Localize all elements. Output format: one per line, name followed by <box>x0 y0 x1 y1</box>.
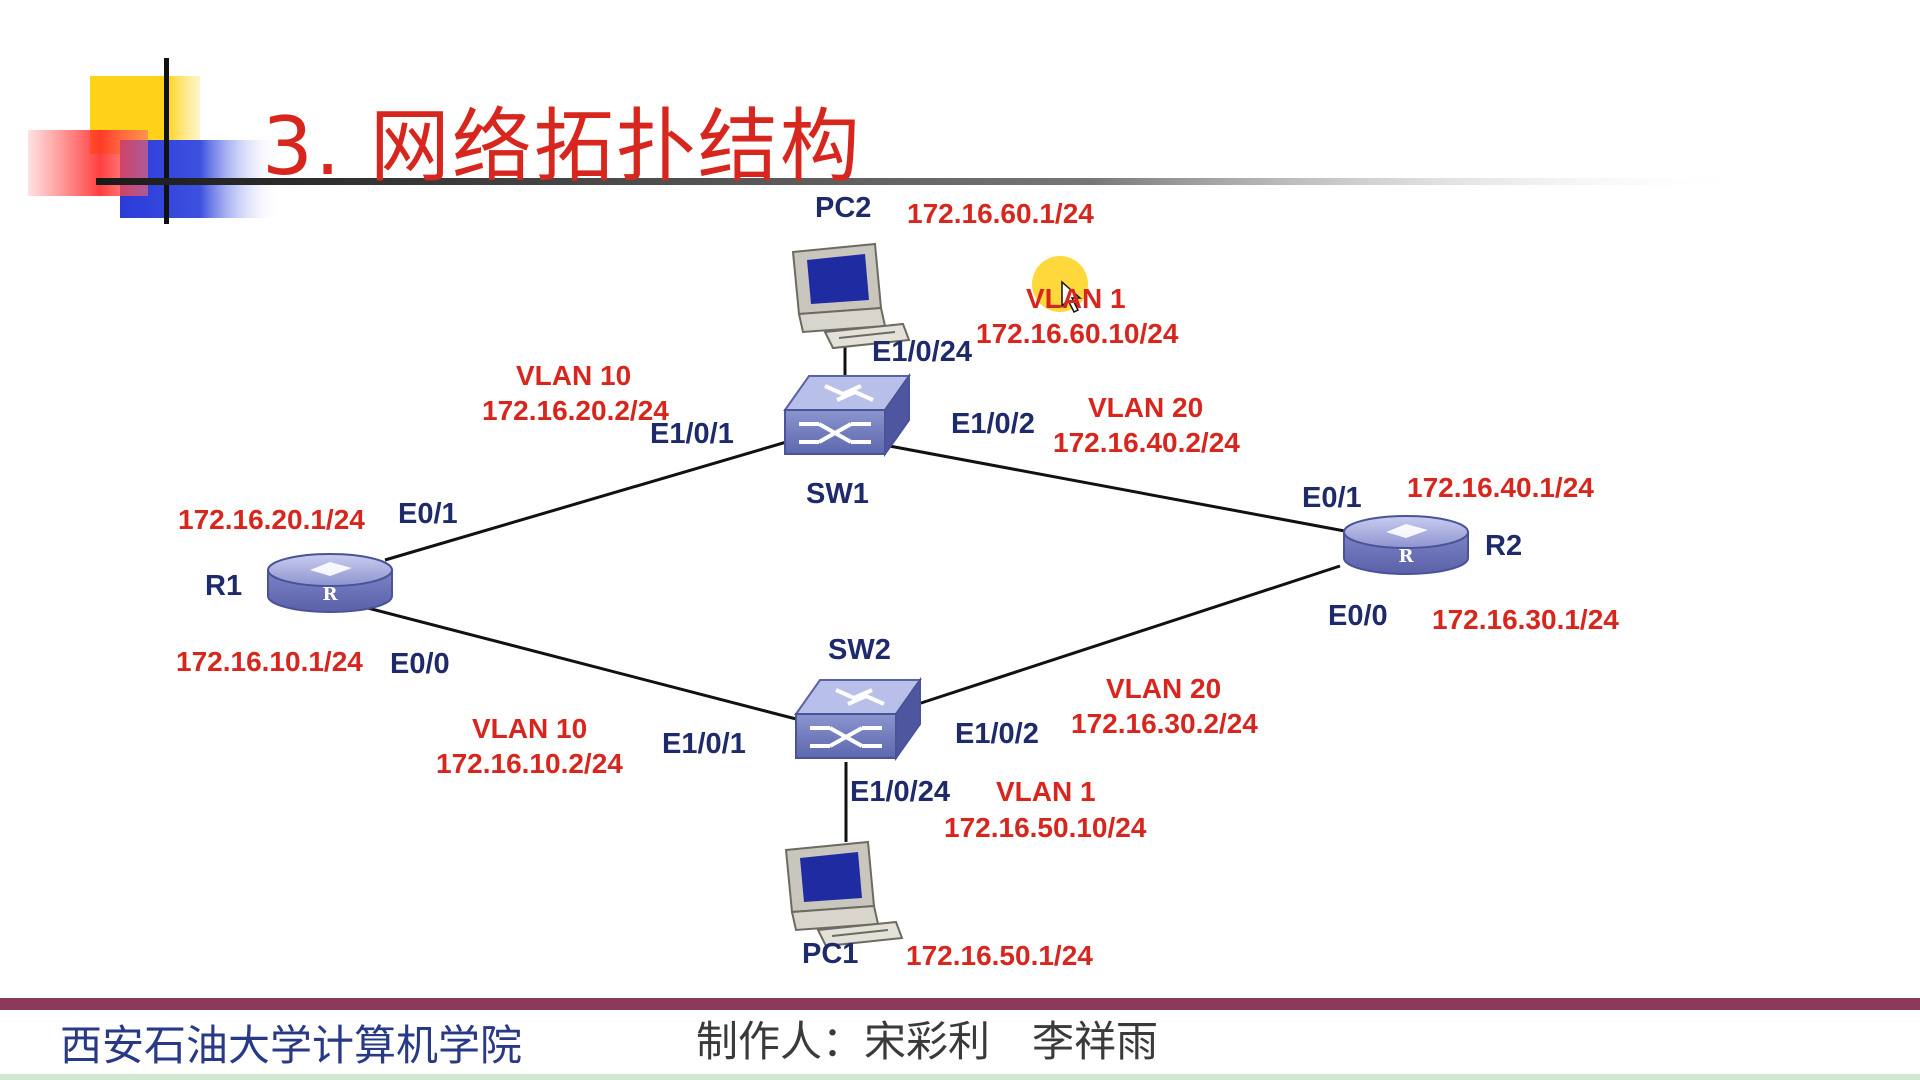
sw2-vlan20-ip: 172.16.30.2/24 <box>1071 708 1258 739</box>
sw2-vlan10-ip: 172.16.10.2/24 <box>436 748 623 779</box>
sw1-icon[interactable] <box>783 372 911 458</box>
sw1-vlan1-ip: 172.16.60.10/24 <box>976 318 1179 349</box>
r1-e00-port: E0/0 <box>390 648 450 680</box>
sw2-vlan1: VLAN 1 <box>996 776 1096 807</box>
pc2-icon[interactable] <box>791 242 911 350</box>
sw2-label: SW2 <box>828 634 891 666</box>
r1-label: R1 <box>205 570 243 602</box>
r1-icon[interactable]: R <box>267 553 393 613</box>
links <box>359 336 1351 842</box>
sw2-vlan10: VLAN 10 <box>472 713 588 744</box>
sw1-vlan20-ip: 172.16.40.2/24 <box>1053 427 1240 458</box>
header-decoration <box>28 58 1756 224</box>
pc1-ip: 172.16.50.1/24 <box>906 940 1093 971</box>
sw2-icon[interactable] <box>794 676 922 762</box>
r2-e01-ip: 172.16.40.1/24 <box>1407 472 1594 503</box>
slide-title: 3. 网络拓扑结构 <box>262 100 862 193</box>
sw2-vlan1-ip: 172.16.50.10/24 <box>944 812 1147 843</box>
sw2-port-pc: E1/0/24 <box>850 776 950 808</box>
pc2-ip: 172.16.60.1/24 <box>907 198 1094 229</box>
sw1-port-r1: E1/0/1 <box>650 418 734 450</box>
sw1-vlan10-ip: 172.16.20.2/24 <box>482 395 669 426</box>
r1-e00-ip: 172.16.10.1/24 <box>176 646 363 677</box>
pc2-label: PC2 <box>815 192 872 224</box>
r1-e01-port: E0/1 <box>398 498 458 530</box>
r2-label: R2 <box>1485 530 1523 562</box>
sw1-port-pc: E1/0/24 <box>872 336 972 368</box>
r2-e01-port: E0/1 <box>1302 482 1362 514</box>
svg-text:R: R <box>323 584 339 605</box>
link-sw1-r2 <box>867 440 1351 534</box>
sw1-vlan1: VLAN 1 <box>1026 283 1126 314</box>
r2-icon[interactable]: R <box>1343 515 1469 575</box>
r2-e00-ip: 172.16.30.1/24 <box>1432 604 1619 635</box>
footer-institution: 西安石油大学计算机学院 <box>60 1021 523 1070</box>
footer-strip <box>0 1074 1920 1080</box>
r2-e00-port: E0/0 <box>1328 600 1388 632</box>
link-r1-sw2 <box>359 604 801 722</box>
sw2-port-r1: E1/0/1 <box>662 728 746 760</box>
footer-authors: 制作人：宋彩利 李祥雨 <box>696 1017 1159 1066</box>
cursor-arrow-icon <box>1061 280 1082 314</box>
sw2-vlan20: VLAN 20 <box>1106 673 1222 704</box>
pc1-label: PC1 <box>802 938 859 970</box>
sw1-vlan20: VLAN 20 <box>1088 392 1204 423</box>
deco-underline <box>96 178 1756 185</box>
deco-vertical-line <box>164 58 169 224</box>
svg-text:R: R <box>1399 546 1415 567</box>
link-sw2-r2 <box>917 564 1341 706</box>
sw1-label: SW1 <box>806 478 869 510</box>
r1-e01-ip: 172.16.20.1/24 <box>178 504 365 535</box>
sw1-port-r2: E1/0/2 <box>951 408 1035 440</box>
sw2-port-r2: E1/0/2 <box>955 718 1039 750</box>
sw1-vlan10: VLAN 10 <box>516 360 632 391</box>
network-diagram: R R <box>267 242 1469 948</box>
footer-bar <box>0 998 1920 1010</box>
link-r1-sw1 <box>384 436 801 562</box>
pc1-icon[interactable] <box>784 840 904 948</box>
